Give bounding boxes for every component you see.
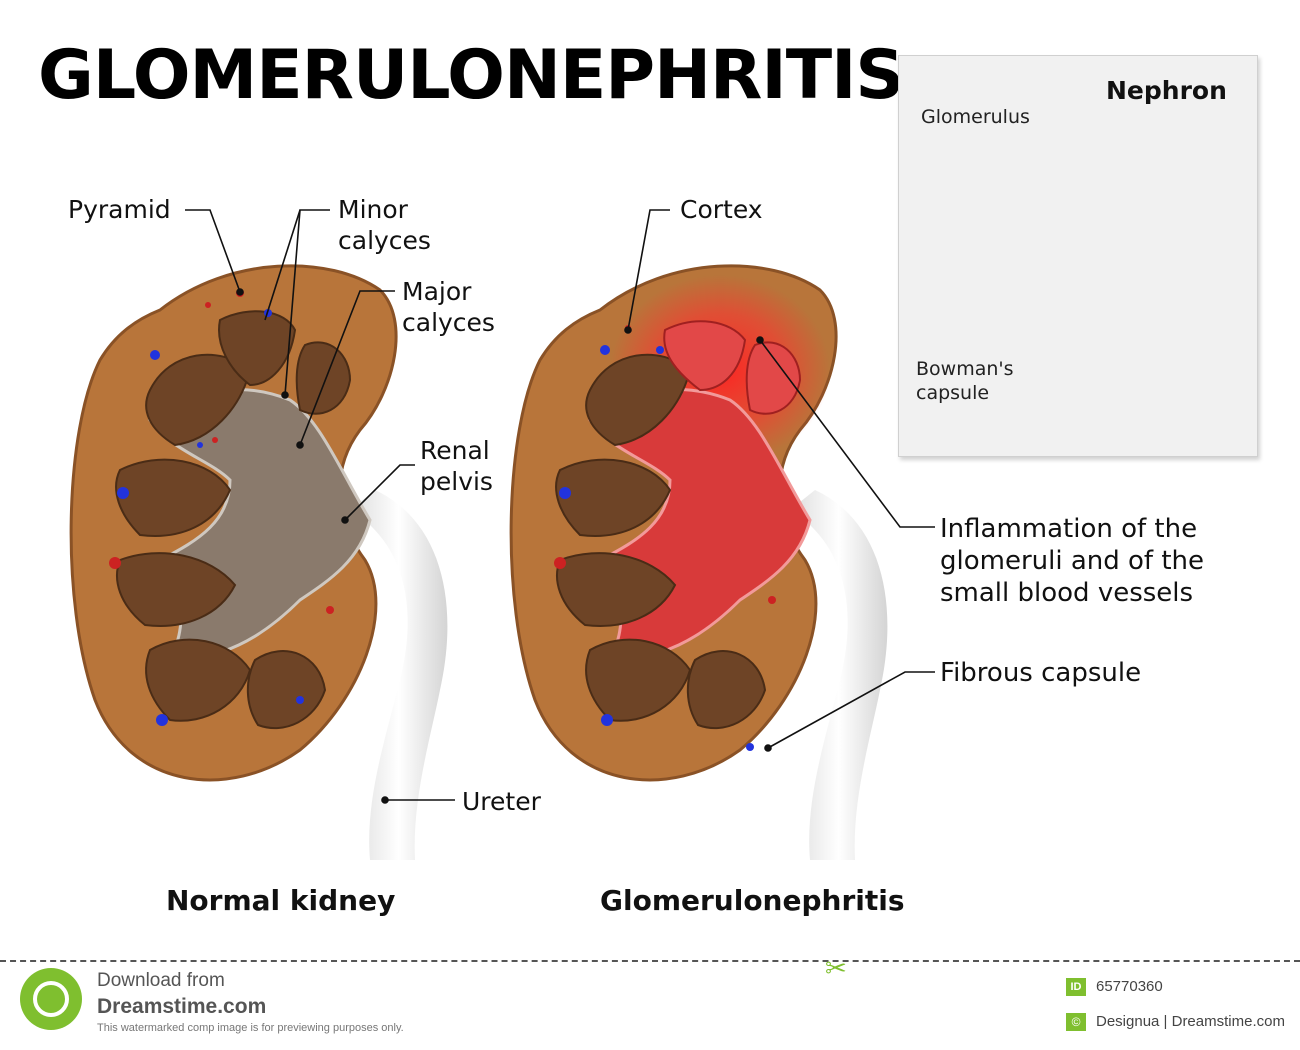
download-site[interactable]: Dreamstime.com: [97, 995, 266, 1019]
dreamstime-logo-ring: [33, 981, 69, 1017]
inflamed-ureter: [790, 490, 887, 860]
normal-kidney: [71, 266, 447, 860]
id-badge: ID: [1066, 978, 1086, 996]
download-line: Download from: [97, 970, 225, 992]
image-credit: Designua | Dreamstime.com: [1096, 1013, 1285, 1030]
caption-glomerulonephritis: Glomerulonephritis: [600, 884, 905, 917]
label-fibrous-capsule: Fibrous capsule: [940, 658, 1141, 689]
scissors-icon: ✂: [825, 956, 847, 982]
caption-normal-kidney: Normal kidney: [166, 884, 395, 917]
label-pyramid: Pyramid: [68, 194, 171, 225]
label-minor-calyces: Minor calyces: [338, 194, 448, 256]
inset-title: Nephron: [1106, 76, 1227, 105]
label-cortex: Cortex: [680, 194, 763, 225]
normal-ureter: [350, 490, 447, 860]
label-glomerulus: Glomerulus: [921, 105, 1030, 129]
label-ureter: Ureter: [462, 786, 541, 817]
label-bowmans-capsule: Bowman's capsule: [916, 357, 1026, 405]
label-inflammation: Inflammation of the glomeruli and of the…: [940, 513, 1240, 609]
label-renal-pelvis: Renal pelvis: [420, 435, 510, 497]
footer-divider: [0, 960, 1300, 962]
watermark-notice: This watermarked comp image is for previ…: [97, 1022, 404, 1034]
label-major-calyces: Major calyces: [402, 276, 512, 338]
copyright-badge: ©: [1066, 1013, 1086, 1031]
inflamed-kidney: [511, 266, 887, 860]
image-id: 65770360: [1096, 978, 1163, 995]
